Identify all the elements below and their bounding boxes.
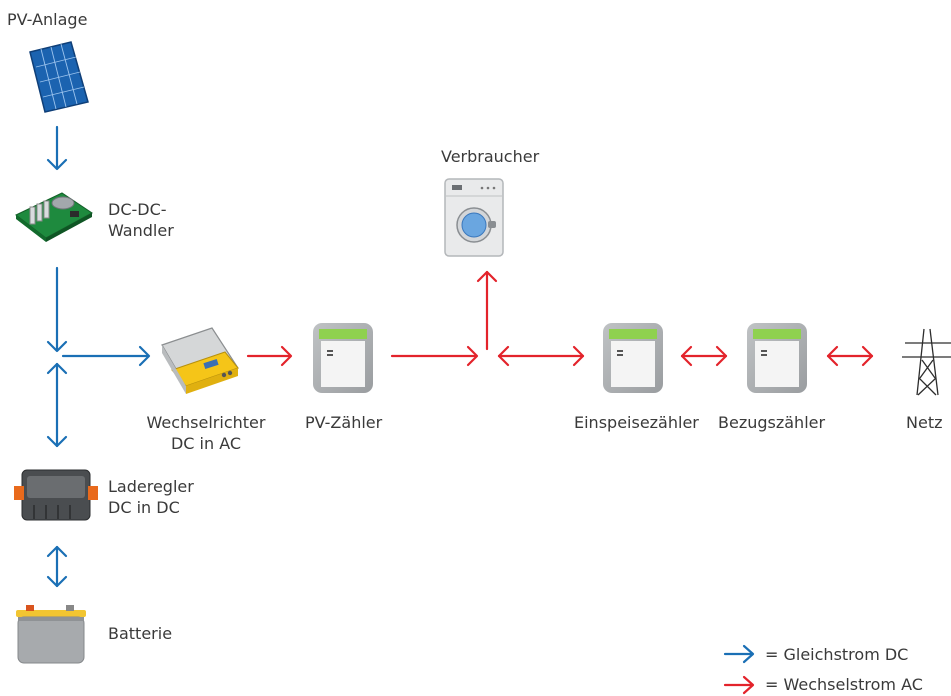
ac-arrow-inverter-to-pvmeter — [246, 345, 293, 367]
ac-arrow-junction-to-consumer — [476, 270, 498, 351]
pv-meter-icon — [313, 323, 373, 393]
consumer-label: Verbraucher — [441, 147, 540, 166]
feed-meter-label: Einspeisezähler — [574, 413, 699, 432]
pv-label: PV-Anlage — [7, 10, 88, 29]
legend-ac-arrow — [723, 675, 755, 695]
battery-icon — [16, 605, 86, 664]
dc-dc-label: DC-DC- Wandler — [108, 199, 174, 241]
dc-arrow-pv-to-dcdc — [46, 125, 68, 171]
charger-label: Laderegler DC in DC — [108, 476, 194, 518]
pv-meter-label: PV-Zähler — [305, 413, 383, 432]
solar-panel-icon — [29, 41, 89, 113]
grid-label: Netz — [906, 413, 943, 432]
charger-label-line2: DC in DC — [108, 498, 180, 517]
dc-dc-label-line1: DC-DC- — [108, 200, 167, 219]
ac-arrow-feedmeter-supplymeter — [680, 345, 728, 367]
inverter-label-line2: DC in AC — [170, 434, 242, 453]
charge-controller-icon — [14, 469, 98, 521]
ac-arrow-pvmeter-to-junction — [390, 345, 479, 367]
dc-arrow-junction-charger — [46, 362, 68, 448]
power-pylon-icon — [902, 328, 951, 396]
dc-dc-converter-icon — [15, 192, 93, 242]
inverter-icon — [161, 327, 239, 394]
legend-ac-label: = Wechselstrom AC — [765, 675, 923, 694]
ac-arrow-junction-feedmeter — [497, 345, 585, 367]
supply-meter-icon — [747, 323, 807, 393]
dc-arrow-charger-battery — [46, 545, 68, 588]
charger-label-line1: Laderegler — [108, 477, 194, 496]
dc-dc-label-line2: Wandler — [108, 221, 174, 240]
dc-arrow-junction-to-inverter — [61, 345, 151, 367]
washing-machine-icon — [444, 178, 504, 257]
inverter-label: Wechselrichter DC in AC — [139, 412, 273, 454]
supply-meter-label: Bezugszähler — [718, 413, 826, 432]
legend-dc-label: = Gleichstrom DC — [765, 645, 909, 664]
legend-dc-arrow — [723, 644, 755, 664]
feed-in-meter-icon — [603, 323, 663, 393]
battery-label: Batterie — [108, 624, 173, 643]
ac-arrow-supplymeter-grid — [826, 345, 874, 367]
inverter-label-line1: Wechselrichter — [146, 413, 266, 432]
dc-arrow-dcdc-to-junction — [46, 266, 68, 353]
